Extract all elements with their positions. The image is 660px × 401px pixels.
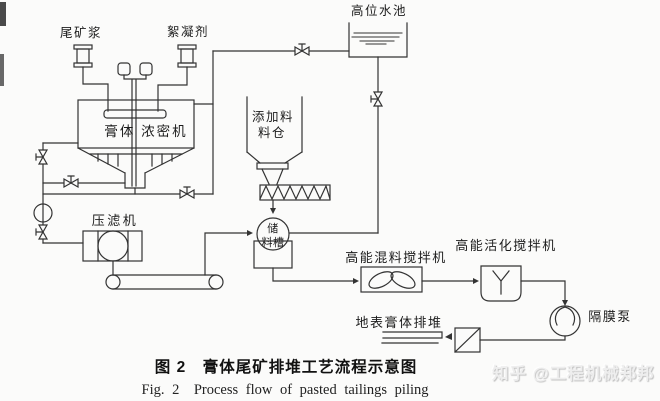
paste-thickener — [77, 99, 195, 189]
label-surface-paste-piling: 地表膏体排堆 — [355, 315, 442, 330]
label-diaphragm-pump: 隔膜泵 — [588, 309, 632, 324]
label-storage-tank-2: 料槽 — [262, 235, 285, 249]
figure-caption-en: Fig. 2 Process flow of pasted tailings p… — [141, 382, 429, 398]
belt-conveyor — [105, 232, 248, 290]
label-activation-agitator: 高能活化搅拌机 — [455, 238, 557, 253]
figure-caption-zh: 图 2 膏体尾矿排堆工艺流程示意图 — [154, 359, 418, 376]
high-energy-mixing-agitator — [360, 266, 474, 293]
valves — [35, 43, 384, 240]
valve-left-line-lower — [35, 224, 49, 240]
label-paste-thickener: 膏体 浓密机 — [104, 123, 187, 139]
scan-smudges — [0, 2, 6, 86]
label-high-level-water-tank: 高位水池 — [351, 3, 407, 18]
label-additive-silo-2: 料仓 — [258, 126, 286, 140]
tailings-slurry-tank — [73, 44, 109, 112]
thickener-drive-motors — [117, 62, 153, 187]
label-tailings-slurry: 尾矿浆 — [60, 25, 102, 40]
zhihu-watermark: 知乎 @工程机械郑邦 — [492, 365, 655, 383]
thickener-piping — [42, 50, 350, 244]
flocculant-tank — [157, 44, 197, 112]
label-mixing-agitator: 高能混料搅拌机 — [345, 250, 447, 265]
label-flocculant: 絮凝剂 — [167, 24, 209, 39]
surface-discharge-pipe — [381, 331, 443, 344]
label-filter-press: 压滤机 — [92, 213, 139, 228]
filter-press — [42, 230, 143, 276]
valve-underflow-drain — [179, 186, 195, 200]
label-additive-silo-1: 添加料 — [252, 110, 294, 124]
flow-arrows — [247, 208, 568, 340]
flow-meter-box — [454, 327, 481, 353]
additive-silo — [246, 96, 303, 185]
valve-underflow-left — [63, 175, 79, 189]
high-level-water-tank — [289, 22, 408, 234]
label-storage-tank-1: 储 — [267, 221, 279, 235]
valve-left-line-upper — [35, 149, 49, 165]
screw-conveyor — [259, 184, 331, 210]
feed-pump — [33, 203, 53, 223]
valve-overflow-line — [294, 43, 310, 57]
high-energy-activation-agitator — [480, 265, 566, 302]
diaphragm-pump — [479, 305, 581, 341]
valve-water-tank-outlet — [370, 91, 384, 107]
storage-tank — [253, 217, 356, 282]
